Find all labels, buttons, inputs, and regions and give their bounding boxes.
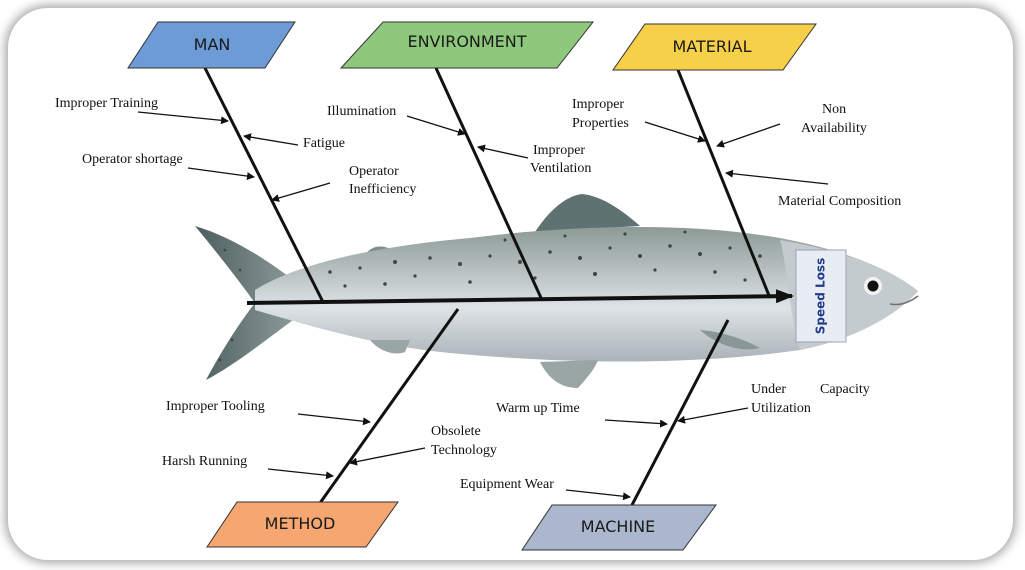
cause-under-capacity-right: Capacity — [820, 382, 870, 397]
category-machine-label: MACHINE — [581, 517, 655, 536]
cause-improper-properties-line1: Improper — [572, 97, 624, 112]
cause-under-utilization: Utilization — [751, 401, 811, 416]
cause-improper-ventilation-line2: Ventilation — [530, 161, 591, 176]
cause-material-composition: Material Composition — [778, 194, 901, 209]
category-environment-label: ENVIRONMENT — [407, 32, 526, 51]
cause-improper-ventilation-line1: Improper — [533, 143, 585, 158]
cause-improper-training: Improper Training — [55, 96, 158, 111]
cause-operator-shortage: Operator shortage — [82, 152, 183, 167]
cause-obsolete-technology-line1: Obsolete — [431, 424, 481, 439]
category-man-label: MAN — [194, 35, 231, 54]
fish-pelvic-fin — [540, 360, 598, 388]
category-environment: ENVIRONMENT — [341, 22, 593, 68]
cause-operator-inefficiency-line1: Operator — [349, 164, 399, 179]
category-material-label: MATERIAL — [672, 37, 751, 56]
cause-harsh-running: Harsh Running — [162, 454, 247, 469]
fish-dorsal-fin — [535, 194, 640, 232]
cause-illumination: Illumination — [327, 104, 396, 119]
cause-non-availability-line1: Non — [822, 102, 846, 117]
cause-obsolete-technology-line2: Technology — [431, 443, 497, 458]
cause-under-capacity-left: Under — [751, 382, 786, 397]
cause-warm-up-time: Warm up Time — [496, 401, 580, 416]
category-method-label: METHOD — [265, 514, 336, 533]
category-man: MAN — [128, 22, 295, 68]
cause-improper-properties-line2: Properties — [572, 116, 629, 131]
cause-improper-tooling: Improper Tooling — [166, 399, 265, 414]
cause-fatigue: Fatigue — [303, 136, 345, 151]
category-machine: MACHINE — [522, 505, 716, 550]
cause-equipment-wear: Equipment Wear — [460, 477, 554, 492]
category-method: METHOD — [207, 502, 398, 547]
category-material: MATERIAL — [613, 24, 816, 70]
fish-anal-fin — [370, 340, 410, 354]
effect-label: Speed Loss — [814, 258, 828, 334]
cause-operator-inefficiency-line2: Inefficiency — [349, 182, 416, 197]
cause-non-availability-line2: Availability — [801, 121, 867, 136]
